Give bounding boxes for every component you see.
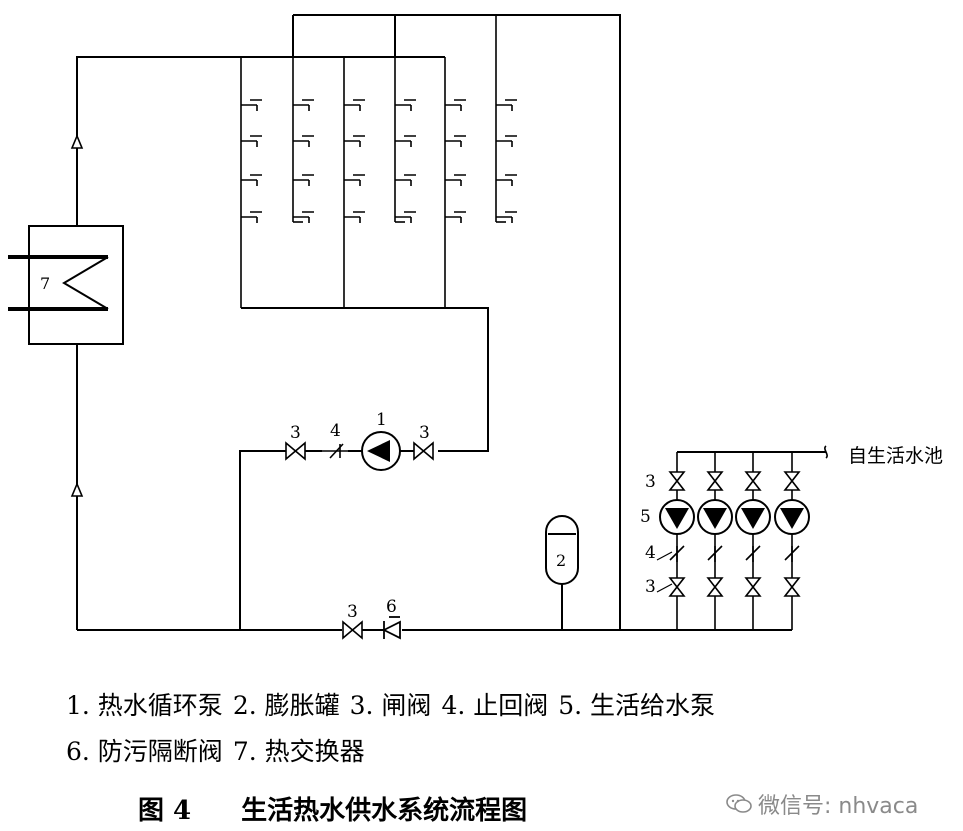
circulation-pump-label: 1 bbox=[376, 410, 387, 430]
water-tap-icon bbox=[241, 99, 262, 111]
figure-number: 图 4 bbox=[138, 796, 192, 826]
riser bbox=[292, 57, 314, 223]
riser bbox=[444, 57, 466, 308]
legend-item: 6. 防污隔断阀 bbox=[66, 737, 223, 766]
check-valve-icon bbox=[707, 545, 723, 562]
check-valve-label: 4 bbox=[645, 543, 656, 563]
gate-valve-label: 3 bbox=[645, 577, 656, 597]
water-tap-icon bbox=[241, 174, 262, 186]
water-tap-icon bbox=[445, 99, 466, 111]
water-tap-icon bbox=[293, 135, 314, 147]
supply-pump-label: 5 bbox=[640, 507, 651, 527]
flow-arrow-icon bbox=[70, 133, 84, 149]
riser bbox=[394, 57, 416, 223]
riser bbox=[343, 57, 365, 308]
expansion-tank-label: 2 bbox=[556, 551, 566, 570]
gate-valve-icon bbox=[744, 577, 762, 597]
water-tap-icon bbox=[395, 99, 416, 111]
water-tap-icon bbox=[241, 211, 262, 223]
riser bbox=[495, 15, 517, 223]
legend-item: 7. 热交换器 bbox=[232, 737, 365, 766]
water-tap-icon bbox=[496, 211, 517, 223]
check-valve-icon bbox=[669, 545, 685, 562]
gate-valve-icon bbox=[744, 471, 762, 491]
return-header bbox=[241, 307, 489, 452]
circulation-pump-group: 3 4 1 3 bbox=[285, 410, 434, 471]
legend-item: 1. 热水循环泵 bbox=[66, 691, 223, 720]
check-valve-icon bbox=[322, 443, 348, 459]
figure-caption: 图 4 生活热水供水系统流程图 bbox=[138, 790, 527, 827]
water-tap-icon bbox=[496, 135, 517, 147]
water-tap-icon bbox=[344, 99, 365, 111]
gate-valve-label: 3 bbox=[290, 423, 301, 443]
expansion-tank: 2 bbox=[545, 515, 579, 630]
water-tap-icon bbox=[293, 99, 314, 111]
gate-valve-icon bbox=[413, 441, 434, 461]
gate-valve-icon bbox=[706, 471, 724, 491]
legend-item: 5. 生活给水泵 bbox=[558, 691, 716, 720]
figure-title: 生活热水供水系统流程图 bbox=[241, 796, 528, 826]
legend-item: 3. 闸阀 bbox=[349, 691, 432, 720]
gate-valve-icon bbox=[706, 577, 724, 597]
legend-line-1: 1. 热水循环泵 2. 膨胀罐 3. 闸阀 4. 止回阀 5. 生活给水泵 bbox=[66, 686, 725, 722]
supply-pump-bank bbox=[659, 452, 810, 630]
heat-exchanger-label: 7 bbox=[40, 274, 50, 293]
supply-pump-unit bbox=[659, 452, 695, 630]
gate-valve-icon bbox=[342, 620, 363, 640]
circulation-branch bbox=[239, 450, 286, 630]
supply-pump-unit bbox=[774, 452, 810, 630]
top-header bbox=[293, 14, 621, 630]
legend-line-2: 6. 防污隔断阀 7. 热交换器 bbox=[66, 732, 375, 768]
water-tap-icon bbox=[496, 174, 517, 186]
gate-valve-icon bbox=[668, 577, 686, 597]
water-tap-icon bbox=[445, 211, 466, 223]
gate-valve-label: 3 bbox=[645, 472, 656, 492]
backflow-preventer-icon bbox=[381, 616, 401, 640]
flow-arrow-icon bbox=[70, 481, 84, 497]
supply-pump-unit bbox=[697, 452, 733, 630]
gate-valve-icon bbox=[668, 471, 686, 491]
risers bbox=[240, 15, 517, 308]
water-tap-icon bbox=[344, 135, 365, 147]
flow-diagram: 7 3 4 1 3 3 6 bbox=[8, 14, 943, 640]
supply-pump-unit bbox=[735, 452, 771, 630]
riser bbox=[240, 57, 262, 308]
check-valve-icon bbox=[745, 545, 761, 562]
gate-valve-icon bbox=[783, 577, 801, 597]
water-tap-icon bbox=[293, 174, 314, 186]
supply-pipe bbox=[76, 56, 445, 630]
source-label: 自生活水池 bbox=[848, 445, 943, 467]
heat-exchanger: 7 bbox=[8, 225, 124, 345]
water-tap-icon bbox=[293, 211, 314, 223]
watermark: 微信号: nhvaca bbox=[726, 788, 918, 820]
check-valve-icon bbox=[784, 545, 800, 562]
water-tap-icon bbox=[395, 135, 416, 147]
wechat-icon bbox=[726, 794, 752, 813]
water-tap-icon bbox=[445, 174, 466, 186]
check-valve-label: 4 bbox=[330, 421, 341, 441]
gate-valve-label: 3 bbox=[347, 602, 358, 622]
circulation-pump-icon bbox=[361, 431, 401, 471]
bottom-valves: 3 6 bbox=[342, 597, 401, 640]
water-tap-icon bbox=[344, 211, 365, 223]
legend-item: 4. 止回阀 bbox=[441, 691, 549, 720]
gate-valve-icon bbox=[783, 471, 801, 491]
water-tap-icon bbox=[395, 211, 416, 223]
watermark-text: 微信号: nhvaca bbox=[758, 794, 919, 819]
gate-valve-label: 3 bbox=[419, 423, 430, 443]
pipe-break-icon bbox=[824, 445, 828, 459]
water-tap-icon bbox=[344, 174, 365, 186]
water-tap-icon bbox=[395, 174, 416, 186]
water-tap-icon bbox=[241, 135, 262, 147]
water-tap-icon bbox=[496, 99, 517, 111]
legend-item: 2. 膨胀罐 bbox=[232, 691, 340, 720]
water-tap-icon bbox=[445, 135, 466, 147]
backflow-preventer-label: 6 bbox=[386, 597, 397, 617]
gate-valve-icon bbox=[285, 441, 306, 461]
